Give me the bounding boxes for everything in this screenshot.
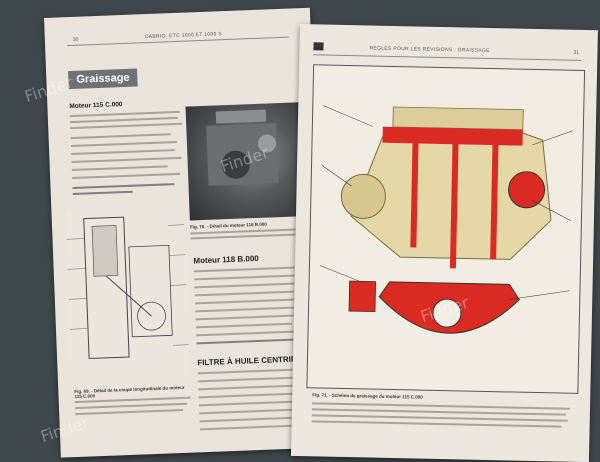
body-text-line: [195, 322, 292, 329]
engine-pulley-shape: [221, 150, 250, 179]
leader-lines-right: [168, 224, 189, 346]
body-text-line: [71, 156, 182, 164]
body-text-line: [70, 133, 171, 140]
body-text-line: [196, 330, 309, 337]
body-text-line: [72, 183, 175, 190]
piston-shape: [91, 225, 119, 277]
cylinder-outline: [83, 216, 130, 360]
body-text-line: [70, 122, 183, 130]
body-text-line: [195, 298, 308, 305]
left-page-number: 30: [72, 36, 79, 43]
oil-filter-shape: [508, 171, 546, 209]
oil-passage: [449, 138, 459, 269]
oil-passage: [410, 127, 419, 248]
engine-filter-shape: [257, 134, 276, 153]
body-text-line: [71, 149, 176, 156]
caption-text-line: [190, 233, 301, 240]
body-text-line: [70, 140, 177, 148]
crankshaft-shape: [432, 298, 462, 328]
engine-photo: [185, 102, 308, 221]
right-page: RÈGLES POUR LES RÉVISIONS : GRAISSAGE 31…: [290, 24, 598, 462]
body-text-line: [195, 314, 306, 321]
body-text-line: [72, 172, 181, 180]
heading-motor-1: Moteur 115 C.000: [69, 101, 123, 111]
engine-photo-detail: [206, 109, 279, 186]
leader-lines: [66, 238, 88, 330]
engine-top-shape: [215, 109, 267, 124]
callout-lines: [319, 105, 573, 300]
fan-shape: [340, 173, 386, 219]
body-text-line: [198, 392, 303, 399]
body-text-line: [199, 408, 300, 415]
left-page: 30 CABRIO. ETC 1000 ET 1000 S Graissage …: [44, 7, 327, 458]
header-rule: [313, 54, 582, 61]
body-text-line: [193, 266, 306, 273]
crank-shape: [137, 301, 166, 331]
crankcase-outline: [128, 244, 173, 338]
valve-cover-shape: [392, 106, 524, 131]
body-text-line: [71, 165, 168, 172]
body-text-line: [198, 376, 307, 383]
lubrication-diagram: [319, 105, 573, 334]
body-text-line: [194, 274, 303, 281]
right-page-number: 31: [573, 49, 580, 56]
oil-pump-shape: [348, 280, 377, 313]
publisher-logo-icon: [313, 42, 324, 51]
caption-text-line: [75, 408, 184, 415]
body-text-line: [69, 110, 180, 118]
body-text-line: [196, 338, 301, 345]
oil-passage: [490, 139, 499, 260]
right-running-head: RÈGLES POUR LES RÉVISIONS : GRAISSAGE: [369, 45, 490, 54]
body-text-line: [199, 424, 296, 431]
caption-text-line: [311, 408, 566, 416]
connecting-rod-shape: [105, 275, 152, 317]
heading-motor-2: Moteur 118 B.000: [193, 253, 259, 266]
lubrication-diagram-frame: [306, 64, 586, 394]
body-text-line: [69, 116, 178, 124]
body-text-line: [195, 306, 300, 313]
caption-text-line: [74, 402, 187, 409]
body-text-line: [72, 190, 133, 196]
body-text-line: [194, 282, 305, 289]
body-text-line: [194, 290, 295, 297]
section-tag: Graissage: [68, 68, 138, 90]
cutaway-diagram-svg: [65, 204, 190, 384]
cutaway-diagram: [65, 204, 190, 384]
caption-text-line: [311, 420, 562, 428]
